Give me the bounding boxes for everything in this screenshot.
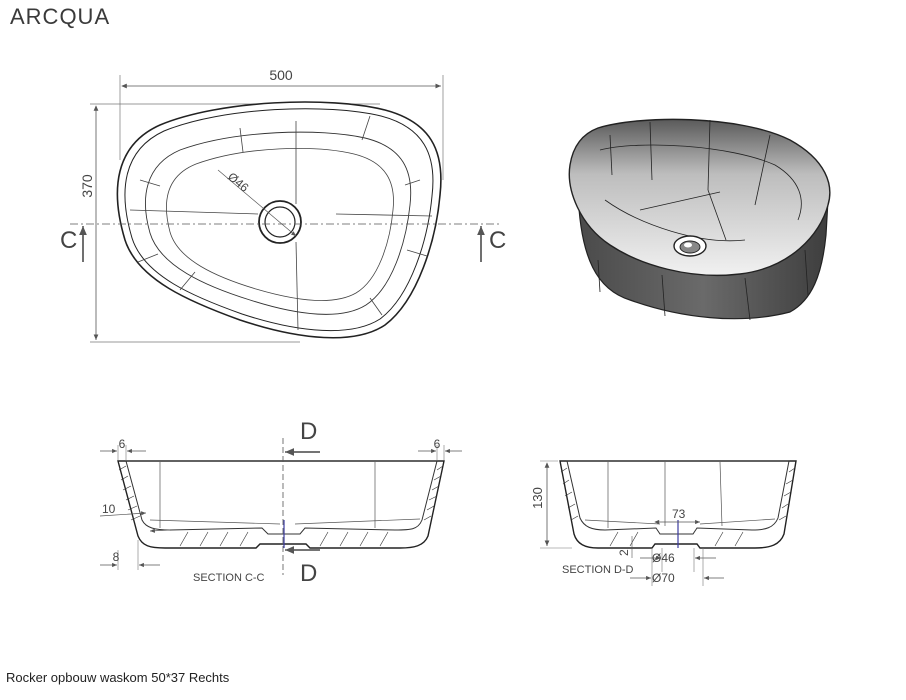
section-c-right-label: C <box>489 227 506 254</box>
base-thickness-label: 10 <box>102 502 116 516</box>
section-d-top-label: D <box>300 418 317 445</box>
drain-inner <box>264 206 296 238</box>
section-dd-view: 130 73 2 Ø46 Ø70 SECTION D-D <box>530 460 797 586</box>
brand-name: ARCQUA <box>10 4 111 29</box>
section-cc-title: SECTION C-C <box>193 572 265 584</box>
cc-inner-profile <box>125 460 438 535</box>
section-dd-title: SECTION D-D <box>562 564 634 576</box>
basin-inner-rim <box>124 108 434 332</box>
drain-outer-label: Ø70 <box>652 571 675 585</box>
drain-leader-line <box>217 169 297 237</box>
height-label: 130 <box>530 487 545 509</box>
dd-inner-profile <box>566 460 790 535</box>
brand-logo: ARCQUA <box>10 4 110 30</box>
base-offset-label: 8 <box>113 550 120 564</box>
cc-outer-profile <box>117 460 445 549</box>
section-c-left-label: C <box>60 227 77 254</box>
drain-gap-label: 2 <box>617 549 631 556</box>
width-label: 500 <box>269 67 293 83</box>
basin-bowl-edge <box>145 131 412 315</box>
drain-inner-label: Ø46 <box>652 551 675 565</box>
wall-right-label: 6 <box>434 437 441 451</box>
section-cc-view: D D 6 6 10 8 SECTION C-C <box>99 418 462 587</box>
wall-left-label: 6 <box>119 437 126 451</box>
section-d-bottom-label: D <box>300 560 317 587</box>
basin-bowl-floor <box>166 148 394 301</box>
drain-offset-label: 73 <box>672 507 686 521</box>
depth-label: 370 <box>79 174 95 198</box>
isometric-view <box>568 118 831 321</box>
plan-view: 500 370 Ø46 <box>60 67 506 343</box>
dd-outer-profile <box>559 460 797 549</box>
product-caption: Rocker opbouw waskom 50*37 Rechts <box>6 670 230 685</box>
